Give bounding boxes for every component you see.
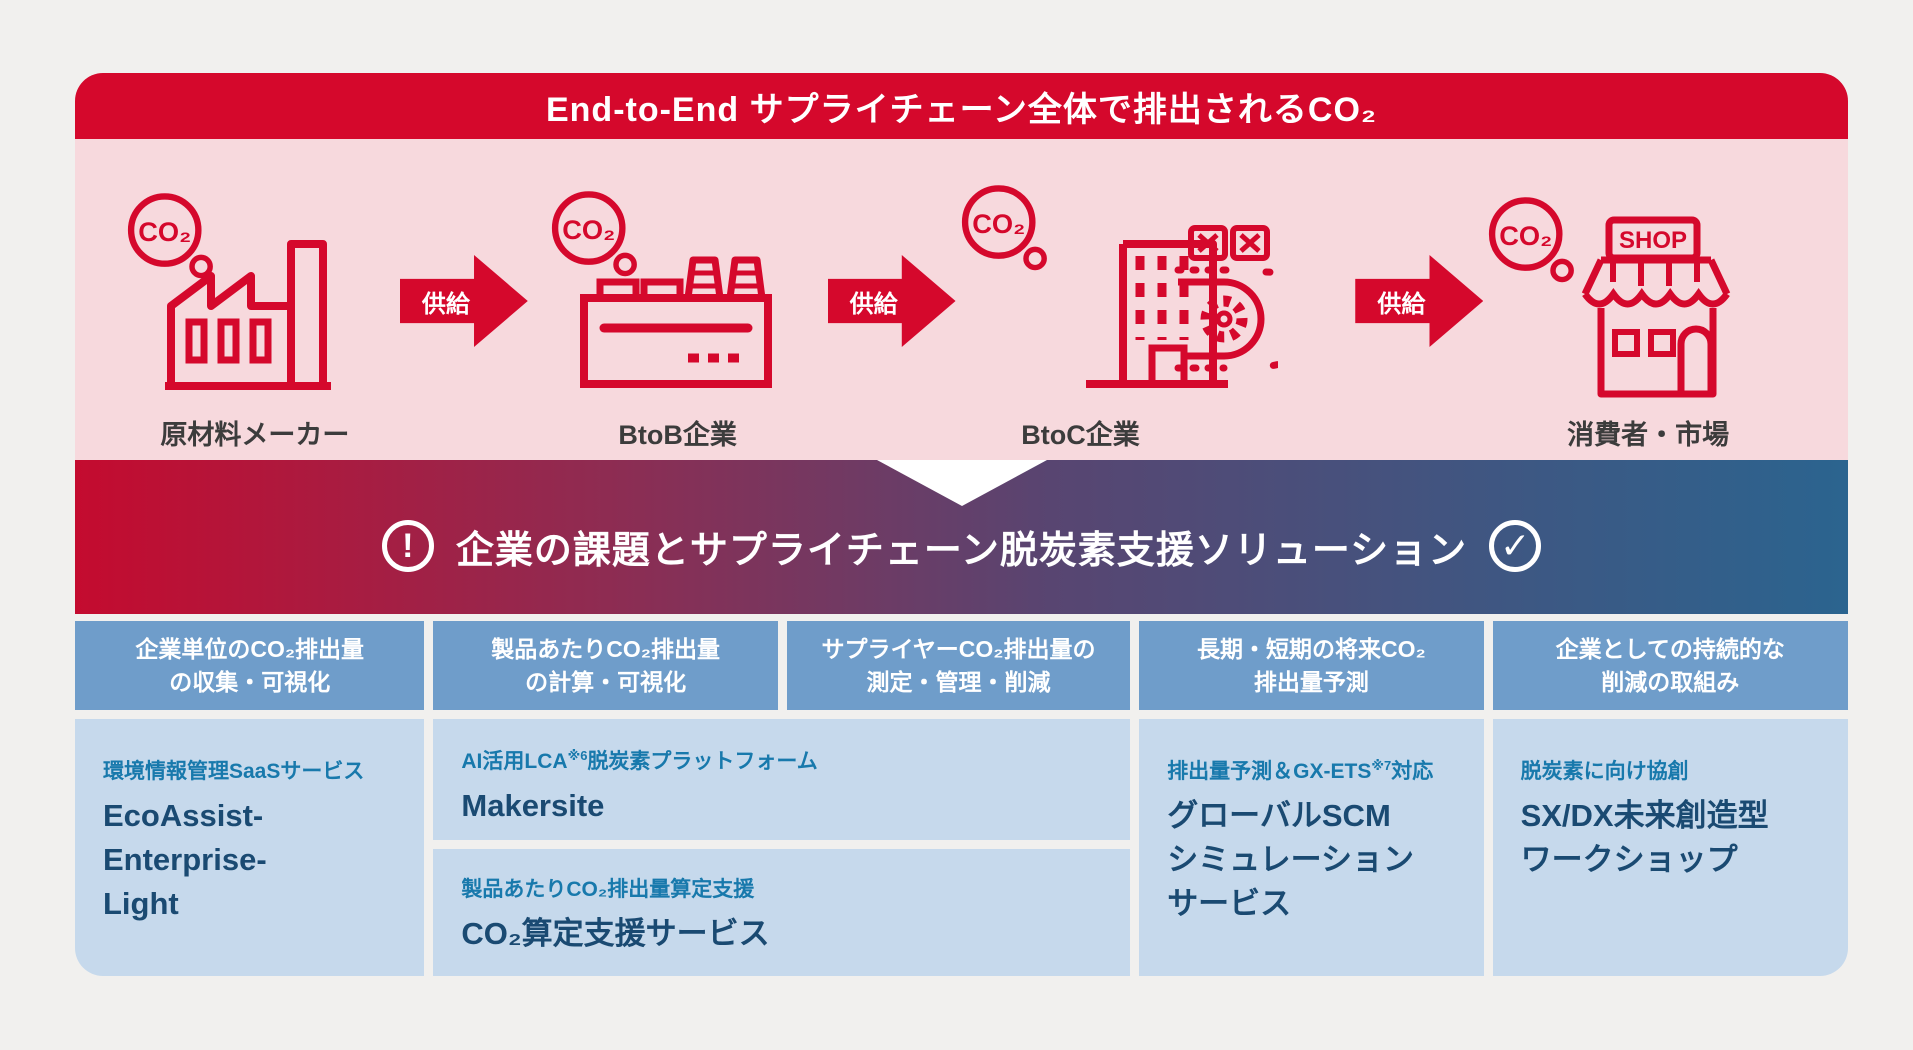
shop-icon: SHOP — [1582, 216, 1731, 398]
header-sustainable-reduction: 企業としての持続的な 削減の取組み — [1492, 621, 1848, 710]
supply-arrow-icon: 供給 — [1355, 255, 1484, 347]
footnote-marker: ※6 — [567, 748, 588, 763]
header-company-co2-collection: 企業単位のCO₂排出量 の収集・可視化 — [75, 621, 425, 710]
supply-arrow-label: 供給 — [1377, 290, 1426, 318]
exclamation-icon: ! — [381, 520, 434, 572]
footnote-marker: ※7 — [1371, 758, 1392, 773]
cell-makersite: AI活用LCA※6脱炭素プラットフォーム Makersite — [433, 719, 1131, 840]
stage-raw-material-maker: CO₂ 原材料メーカー — [110, 139, 400, 460]
category-text: 排出量予測＆GX-ETS — [1167, 760, 1372, 783]
supply-arrow-icon: 供給 — [399, 255, 528, 347]
category-text: AI活用LCA — [461, 750, 568, 773]
supply-arrow-icon: 供給 — [827, 255, 956, 347]
stage-label: BtoC企業 — [1021, 420, 1140, 450]
check-icon: ✓ — [1489, 520, 1542, 572]
header-product-co2-calculation: 製品あたりCO₂排出量 の計算・可視化 — [433, 621, 778, 710]
solution-banner-row: ! 企業の課題とサプライチェーン脱炭素支援ソリューション ✓ — [381, 519, 1542, 574]
stage-label: BtoB企業 — [618, 420, 737, 450]
top-banner-title: End-to-End サプライチェーン全体で排出されるCO₂ — [545, 90, 1378, 129]
co2-bubble-icon: CO₂ — [1489, 197, 1575, 283]
solutions-table: 企業単位のCO₂排出量 の収集・可視化 製品あたりCO₂排出量 の計算・可視化 … — [75, 621, 1848, 976]
cell-global-scm-simulation: 排出量予測＆GX-ETS※7対応 グローバルSCM シミュレーション サービス — [1139, 719, 1484, 976]
down-triangle-icon — [876, 460, 1047, 506]
category-text: 脱炭素プラットフォーム — [587, 750, 818, 773]
shop-sign-text: SHOP — [1619, 227, 1687, 254]
service-category: 環境情報管理SaaSサービス — [103, 760, 365, 783]
solution-banner-title: 企業の課題とサプライチェーン脱炭素支援ソリューション — [455, 529, 1468, 572]
co2-bubble-icon: CO₂ — [127, 193, 213, 279]
stage-label: 原材料メーカー — [160, 420, 350, 450]
cell-ecoassist-enterprise-light: 環境情報管理SaaSサービス EcoAssist- Enterprise- Li… — [75, 719, 425, 976]
top-banner: End-to-End サプライチェーン全体で排出されるCO₂ — [75, 73, 1848, 139]
supply-chain-flow: CO₂ 原材料メーカー 供給 CO₂ — [75, 139, 1848, 460]
header-future-co2-forecast: 長期・短期の将来CO₂ 排出量予測 — [1139, 621, 1484, 710]
co2-text: CO₂ — [972, 208, 1025, 239]
co2-text: CO₂ — [138, 216, 191, 247]
supply-arrow-label: 供給 — [849, 290, 898, 318]
category-text: 対応 — [1391, 760, 1434, 783]
stage-consumer-market: CO₂ SHOP 消費者・市場 — [1483, 139, 1813, 460]
solution-banner: ! 企業の課題とサプライチェーン脱炭素支援ソリューション ✓ — [75, 460, 1848, 614]
btob-factory-icon — [579, 256, 772, 388]
service-category: 脱炭素に向け協創 — [1520, 760, 1689, 783]
co2-bubble-icon: CO₂ — [961, 185, 1047, 271]
cell-sx-dx-workshop: 脱炭素に向け協創 SX/DX未来創造型 ワークショップ — [1492, 719, 1848, 976]
co2-text: CO₂ — [1499, 220, 1552, 251]
exclamation-glyph: ! — [402, 526, 414, 565]
factory-icon — [165, 240, 331, 390]
cell-co2-calculation-support: 製品あたりCO₂排出量算定支援 CO₂算定支援サービス — [433, 849, 1131, 976]
service-name: グローバルSCM シミュレーション サービス — [1167, 798, 1414, 922]
service-name: Makersite — [461, 788, 605, 823]
supply-chain-infographic: End-to-End サプライチェーン全体で排出されるCO₂ CO₂ 原材料メー… — [75, 73, 1848, 976]
service-category: AI活用LCA※6脱炭素プラットフォーム — [461, 745, 1102, 775]
stage-btoc-company: CO₂ BtoC企業 — [956, 139, 1356, 460]
header-supplier-co2-management: サプライヤーCO₂排出量の 測定・管理・削減 — [786, 621, 1131, 710]
supply-arrow-label: 供給 — [421, 290, 470, 318]
service-category: 排出量予測＆GX-ETS※7対応 — [1167, 755, 1455, 785]
stage-btob-company: CO₂ BtoB企業 — [528, 139, 828, 460]
service-category: 製品あたりCO₂排出量算定支援 — [461, 878, 755, 901]
service-name: EcoAssist- Enterprise- Light — [103, 798, 267, 922]
co2-text: CO₂ — [562, 214, 615, 245]
service-name: SX/DX未来創造型 ワークショップ — [1520, 798, 1769, 878]
stage-label: 消費者・市場 — [1567, 420, 1730, 450]
service-name: CO₂算定支援サービス — [461, 916, 770, 951]
btoc-building-conveyor-icon — [1085, 225, 1278, 388]
co2-bubble-icon: CO₂ — [551, 191, 637, 277]
check-glyph: ✓ — [1500, 525, 1531, 566]
